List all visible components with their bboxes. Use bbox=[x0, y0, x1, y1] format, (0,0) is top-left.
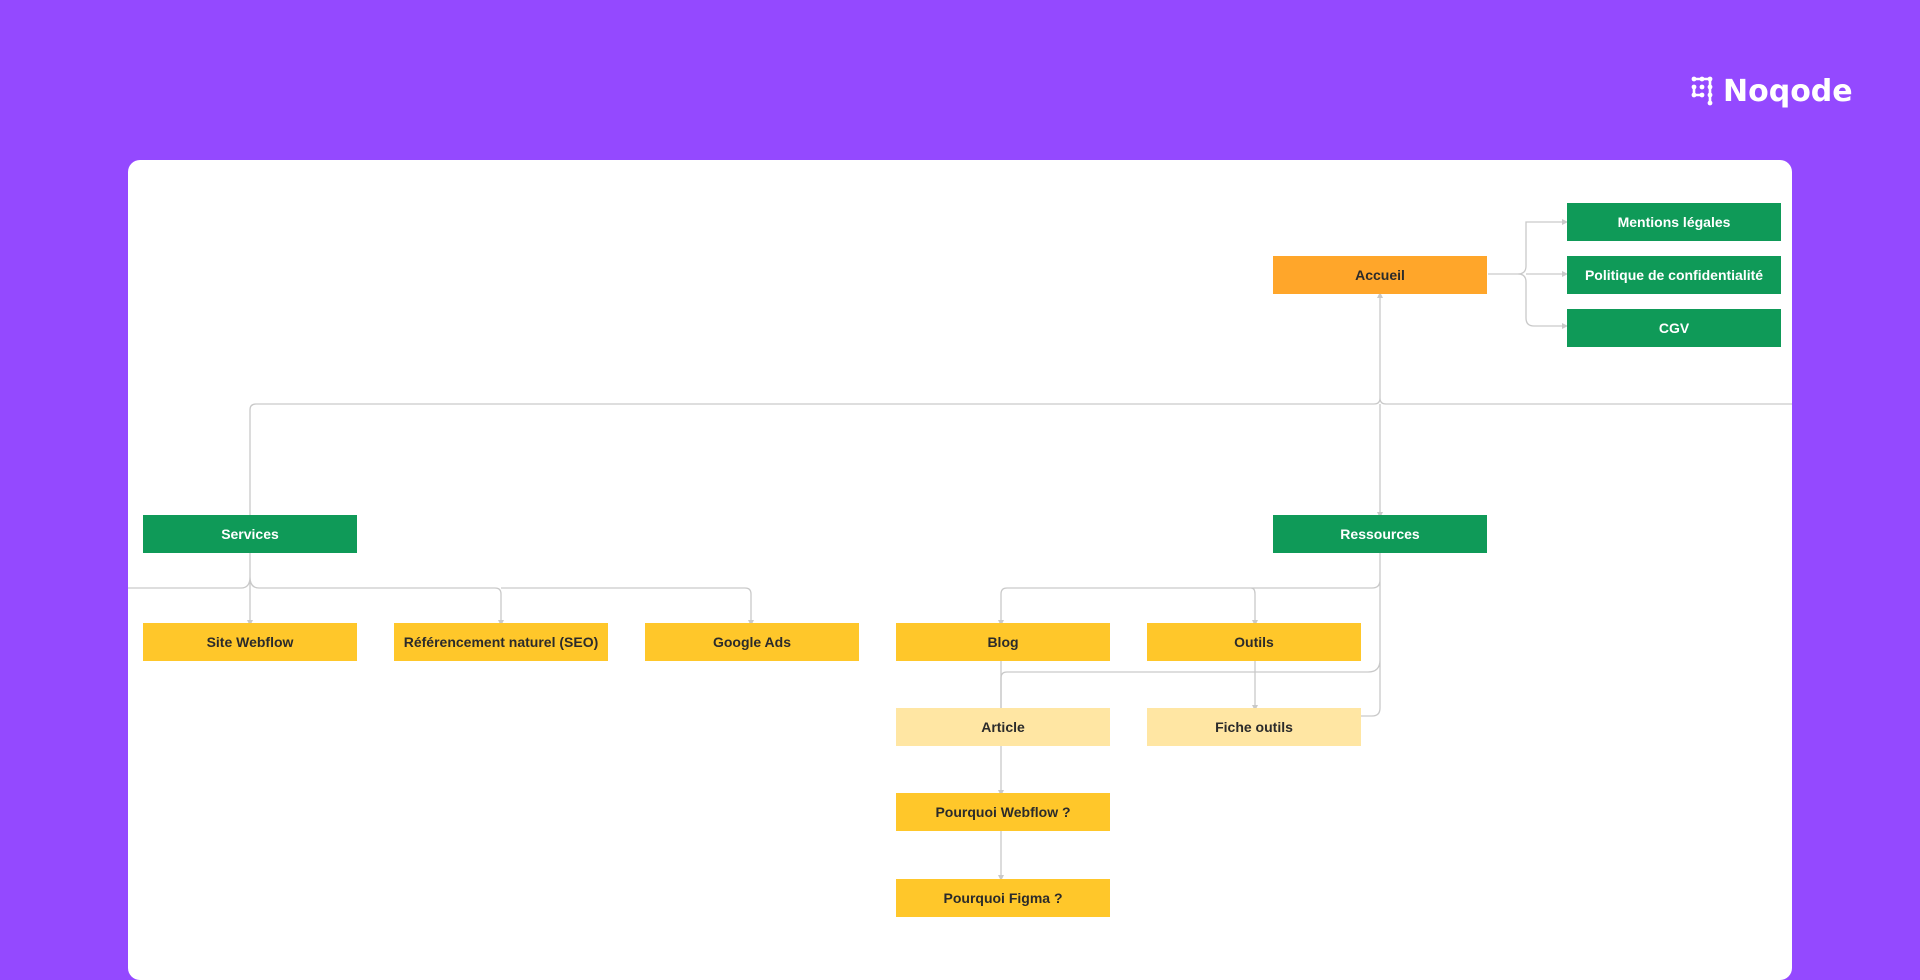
brand-name: Noqode bbox=[1723, 74, 1853, 109]
arrow-head-accueil bbox=[1377, 292, 1383, 298]
node-politique-confidentialite[interactable]: Politique de confidentialité bbox=[1567, 256, 1781, 294]
connector-services-children bbox=[128, 553, 752, 620]
node-google-ads[interactable]: Google Ads bbox=[645, 623, 859, 661]
node-accueil[interactable]: Accueil bbox=[1273, 256, 1487, 294]
node-site-webflow[interactable]: Site Webflow bbox=[143, 623, 357, 661]
node-article[interactable]: Article bbox=[896, 708, 1110, 746]
node-fiche-outils[interactable]: Fiche outils bbox=[1147, 708, 1361, 746]
arrow-head-mentions bbox=[1562, 219, 1568, 225]
arrow-head-pourquoi-figma bbox=[998, 875, 1004, 881]
arrow-head-politique bbox=[1562, 271, 1568, 277]
arrow-head-cgv bbox=[1562, 323, 1568, 329]
node-blog[interactable]: Blog bbox=[896, 623, 1110, 661]
node-cgv[interactable]: CGV bbox=[1567, 309, 1781, 347]
node-services[interactable]: Services bbox=[143, 515, 357, 553]
noqode-logo: Noqode bbox=[1689, 74, 1853, 110]
node-pourquoi-webflow[interactable]: Pourquoi Webflow ? bbox=[896, 793, 1110, 831]
noqode-logo-icon bbox=[1691, 76, 1713, 106]
sitemap-canvas: Accueil Mentions légales Politique de co… bbox=[128, 160, 1792, 980]
node-outils[interactable]: Outils bbox=[1147, 623, 1361, 661]
node-mentions-legales[interactable]: Mentions légales bbox=[1567, 203, 1781, 241]
connector-lines bbox=[128, 219, 1792, 881]
node-ressources[interactable]: Ressources bbox=[1273, 515, 1487, 553]
node-referencement-seo[interactable]: Référencement naturel (SEO) bbox=[394, 623, 608, 661]
node-pourquoi-figma[interactable]: Pourquoi Figma ? bbox=[896, 879, 1110, 917]
connector-accueil-legal bbox=[1488, 221, 1562, 327]
connector-main-bus bbox=[249, 298, 1792, 515]
connector-ressources-children bbox=[1000, 553, 1381, 720]
